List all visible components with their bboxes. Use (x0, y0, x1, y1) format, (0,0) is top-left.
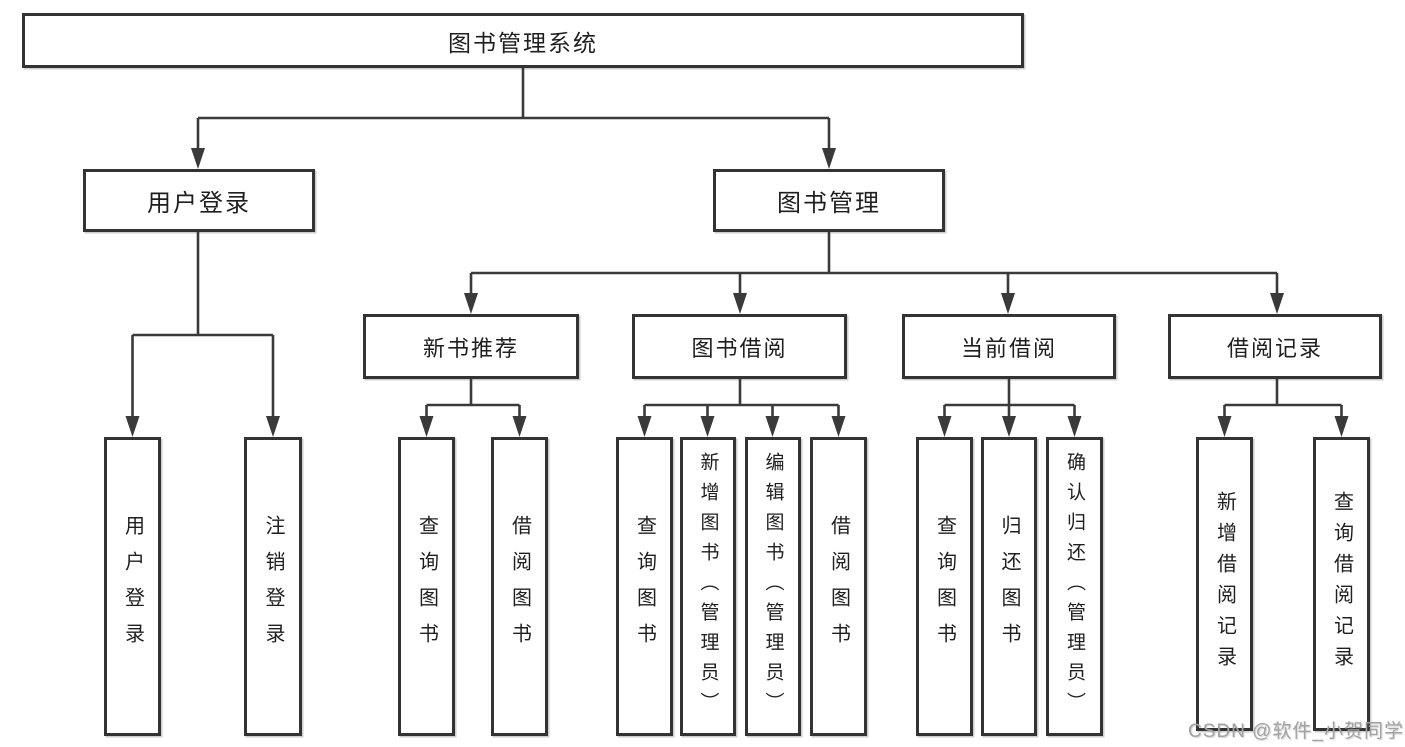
leaf-add-books-admin: 新增图书（管理员） (680, 437, 736, 736)
leaf-confirm-return-admin: 确认归还（管理员） (1046, 437, 1103, 736)
leaf-query-borrow-record: 查询借阅记录 (1313, 437, 1370, 731)
node-system-root: 图书管理系统 (22, 13, 1024, 68)
leaf-logout: 注销登录 (244, 437, 302, 736)
leaf-user-login: 用户登录 (104, 437, 161, 736)
node-current-borrow: 当前借阅 (902, 314, 1116, 379)
connector-currentborrow-to-leaves (937, 379, 1082, 437)
connector-bookmgmt-to-level3 (464, 232, 1284, 314)
connector-userlogin-to-leaves (125, 232, 280, 437)
node-book-management: 图书管理 (713, 169, 945, 232)
node-new-book-recommend: 新书推荐 (363, 314, 579, 379)
connector-root-to-level2 (191, 68, 836, 169)
leaf-borrow-books: 借阅图书 (810, 437, 867, 736)
leaf-query-books-borrow: 查询图书 (616, 437, 673, 736)
leaf-borrow-books-recommend: 借阅图书 (491, 437, 548, 736)
connector-borrowrecord-to-leaves (1217, 379, 1349, 437)
leaf-return-books: 归还图书 (981, 437, 1037, 736)
node-book-borrow: 图书借阅 (632, 314, 847, 379)
leaf-query-books-current: 查询图书 (916, 437, 973, 736)
leaf-add-borrow-record: 新增借阅记录 (1196, 437, 1253, 731)
node-borrow-records: 借阅记录 (1168, 314, 1382, 379)
connector-newbook-to-leaves (419, 379, 527, 437)
connector-bookborrow-to-leaves (637, 379, 846, 437)
leaf-edit-books-admin: 编辑图书（管理员） (745, 437, 801, 736)
leaf-query-books-recommend: 查询图书 (398, 437, 455, 736)
csdn-watermark: CSDN @软件_小贺同学 (1188, 721, 1404, 742)
node-user-login: 用户登录 (83, 169, 315, 232)
